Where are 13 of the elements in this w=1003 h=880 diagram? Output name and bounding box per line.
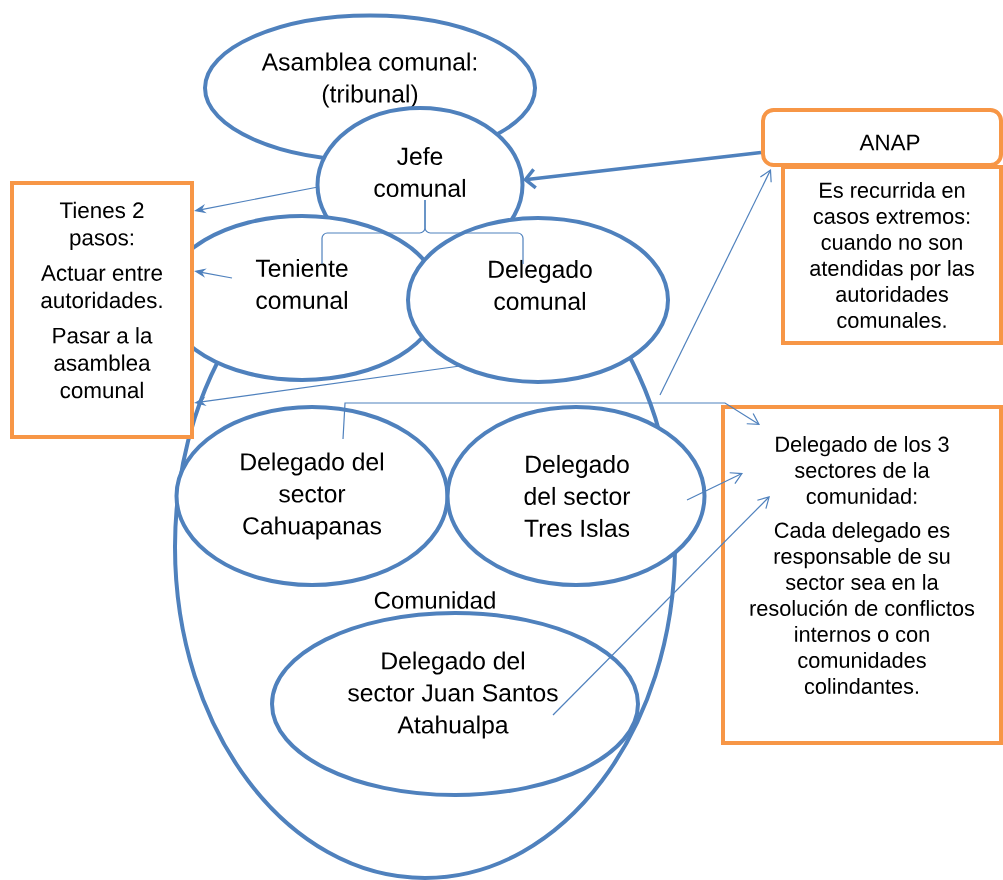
note-box: Tienes 2 pasos: Actuar entre autoridades. Pasar a la asamblea comunal (10, 181, 194, 439)
ellipse-node: Delegado del sector Cahuapanas (174, 405, 450, 587)
arrow (686, 472, 743, 501)
arrow (659, 169, 772, 396)
brace-line (424, 199, 524, 265)
title-box: ANAP (761, 108, 1003, 167)
arrow (552, 496, 770, 716)
note-box: Es recurrida en casos extremos: cuando no son atendidas por las autoridades comunales. (781, 165, 1003, 345)
arrow (523, 150, 762, 190)
arrow (342, 402, 760, 440)
ellipse-node: Delegado del sector Tres Islas (445, 405, 707, 587)
ellipse-node: Delegado del sector Juan Santos Atahualpa (270, 611, 640, 797)
note-box: Delegado de los 3 sectores de la comunidad: Cada delegado es responsable de su sector sea en la resolución de conflictos internos o con comunidades colindantes. (721, 405, 1003, 745)
